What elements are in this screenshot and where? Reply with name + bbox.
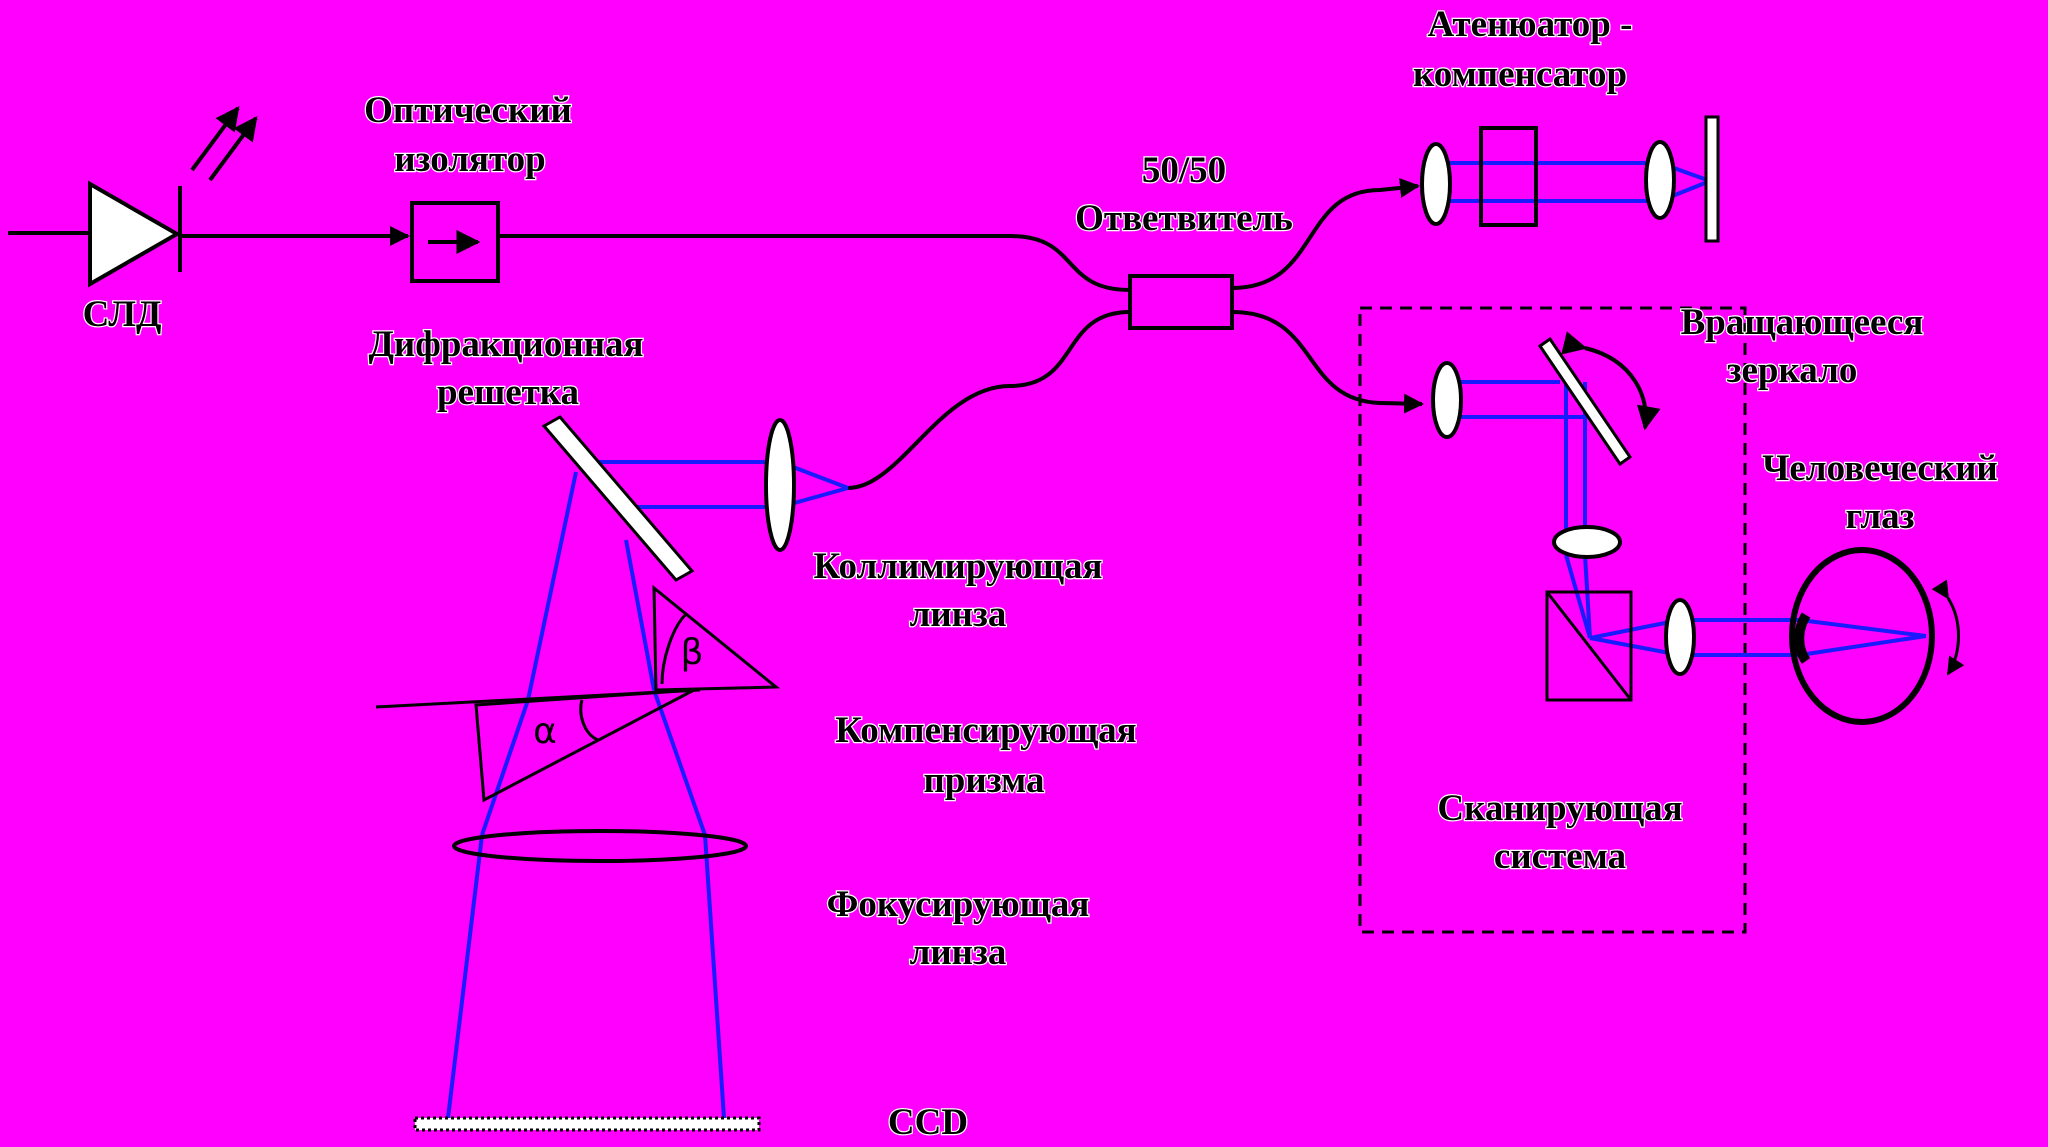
isolator-box — [410, 201, 500, 283]
labels: СЛД Оптический изолятор 50/50 Ответвител… — [81, 3, 1999, 1144]
beta-angle-label: β — [681, 632, 704, 673]
isolator-label: Оптический — [364, 90, 572, 131]
focused-beam — [446, 834, 484, 1119]
sample-beam — [1583, 554, 1592, 639]
fiber-coupler — [1128, 274, 1234, 330]
prism-label: призма — [923, 760, 1044, 801]
emission-arrow-icon — [190, 106, 240, 172]
reference-collimating-lens — [1420, 142, 1452, 226]
coupler-to-scanner-fiber — [1231, 310, 1424, 414]
eye-label: Человеческий — [1762, 448, 1998, 489]
reference-mirror — [1704, 115, 1720, 243]
collimating-lens-label: Коллимирующая — [814, 546, 1103, 587]
compensating-prism — [474, 688, 695, 803]
eye-lens — [1664, 598, 1696, 676]
reference-arm — [1420, 115, 1720, 243]
attenuator-label: компенсатор — [1413, 54, 1627, 95]
sample-beam — [1589, 636, 1681, 657]
sample-beam — [1799, 618, 1927, 638]
mirror-label: зеркало — [1727, 350, 1858, 391]
sample-arm-beams — [1447, 380, 1927, 657]
isolator-to-coupler-fiber — [500, 234, 1131, 292]
attenuator-label: Атенюатор - — [1428, 4, 1633, 45]
collimating-lens-label: линза — [910, 594, 1007, 635]
grating-label: решетка — [437, 372, 579, 413]
sample-beam — [1564, 554, 1592, 639]
optical-isolator — [410, 201, 500, 283]
attenuator-block — [1479, 126, 1538, 227]
scanning-system-box — [1358, 306, 1747, 934]
diffracted-beam — [624, 539, 656, 691]
eye-label: глаз — [1845, 496, 1914, 537]
eye-cornea — [1794, 612, 1811, 664]
beam-splitter-diagonal — [1545, 591, 1633, 701]
sld-diode-symbol — [88, 180, 182, 288]
emission-arrow-icon — [208, 116, 258, 182]
collimating-lens — [764, 418, 796, 552]
coupler-label: 50/50 — [1142, 150, 1226, 191]
mirror-label: Вращающееся — [1681, 302, 1924, 343]
reference-focusing-lens — [1644, 140, 1676, 220]
relay-lens — [1552, 525, 1622, 559]
ccd-sensor — [413, 1116, 761, 1132]
rotation-arrow-icon — [1561, 331, 1661, 431]
prism-upper-wedge — [652, 584, 781, 692]
human-eye — [1789, 547, 1965, 725]
fiber-lines — [8, 177, 1424, 490]
diffraction-grating — [541, 415, 695, 582]
isolator-label: изолятор — [394, 139, 546, 180]
ccd-label: CCD — [888, 1102, 968, 1142]
scanning-system-label: Сканирующая — [1437, 788, 1682, 829]
spectrometer-beams — [446, 460, 849, 1119]
sld-source — [88, 106, 258, 288]
coupler-to-collimator-fiber — [847, 310, 1131, 490]
refracted-beam — [480, 699, 530, 836]
grating-label: Дифракционная — [368, 324, 643, 365]
focusing-lens-label: линза — [910, 932, 1007, 973]
sample-beam — [1799, 634, 1927, 657]
beta-angle-arc — [660, 612, 688, 685]
prism-label: Компенсирующая — [835, 710, 1136, 751]
coupler-to-attenuator-fiber — [1231, 177, 1420, 290]
alpha-angle-arc — [579, 699, 599, 742]
sample-collimating-lens — [1431, 361, 1463, 439]
scanning-system-label: система — [1494, 836, 1626, 877]
sld-label: СЛД — [83, 294, 162, 335]
focusing-lens — [452, 829, 748, 863]
coupler-label: Ответвитель — [1075, 198, 1293, 239]
focusing-lens-label: Фокусирующая — [827, 884, 1090, 925]
alpha-angle-label: α — [533, 711, 557, 752]
diffracted-beam — [526, 471, 578, 701]
spectrometer — [375, 415, 796, 1132]
eye-rotation-arrow-icon — [1931, 579, 1965, 676]
scanning-system — [1431, 331, 1696, 702]
focused-beam — [703, 834, 726, 1119]
beam-splitter-cube — [1545, 590, 1633, 702]
refracted-beam — [652, 689, 707, 836]
